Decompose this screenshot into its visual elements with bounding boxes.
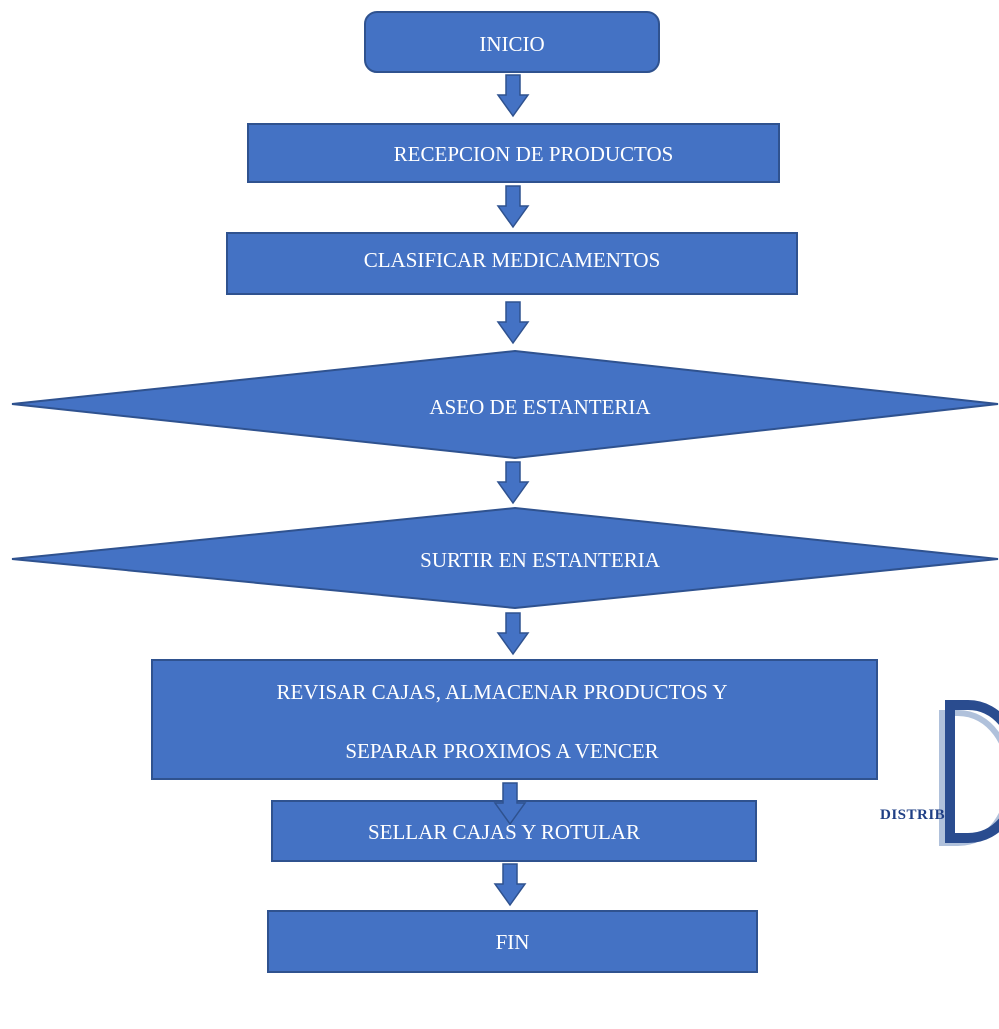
arrow-down-icon: [493, 782, 527, 826]
restock-label: SURTIR EN ESTANTERIA: [420, 548, 660, 572]
end-label: FIN: [495, 930, 530, 954]
company-logo: [939, 700, 999, 846]
seal-label: SELLAR CAJAS Y ROTULAR: [367, 820, 641, 844]
reception-node: [247, 123, 780, 183]
arrow-down-icon: [496, 612, 530, 656]
classify-node: [226, 232, 798, 295]
review-node: [151, 659, 878, 780]
review-label-line1: REVISAR CAJAS, ALMACENAR PRODUCTOS Y: [276, 680, 728, 704]
review-label-line2: SEPARAR PROXIMOS A VENCER: [345, 739, 659, 763]
restock-decision: [11, 506, 999, 610]
start-node: [364, 11, 660, 73]
arrow-down-icon: [493, 863, 527, 907]
cleaning-label: ASEO DE ESTANTERIA: [429, 395, 651, 419]
logo-text: DISTRIB: [880, 807, 946, 823]
arrow-down-icon: [496, 461, 530, 505]
arrow-down-icon: [496, 301, 530, 345]
classify-label: CLASIFICAR MEDICAMENTOS: [363, 248, 661, 272]
cleaning-decision: [11, 349, 999, 460]
reception-label: RECEPCION DE PRODUCTOS: [393, 142, 674, 166]
arrow-down-icon: [496, 185, 530, 229]
end-node: [267, 910, 758, 973]
arrow-down-icon: [496, 74, 530, 118]
start-label: INICIO: [479, 32, 545, 56]
